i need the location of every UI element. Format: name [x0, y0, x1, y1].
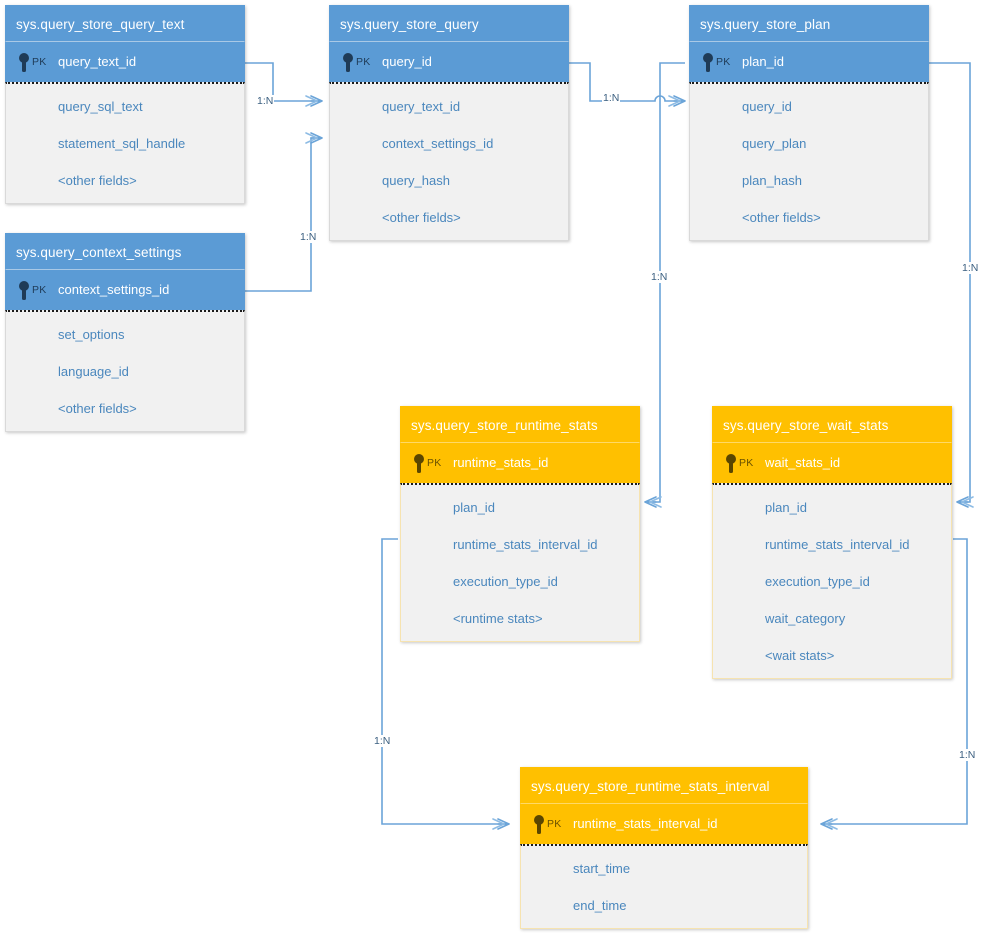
- relationship-context-settings-to-query: [245, 132, 323, 292]
- entity-query-store-query[interactable]: sys.query_store_query PK query_id query_…: [329, 5, 569, 241]
- pk-field-name: wait_stats_id: [765, 455, 841, 470]
- entity-field-list: query_id query_plan plan_hash <other fie…: [689, 82, 929, 241]
- entity-primary-key-row[interactable]: PK query_text_id: [5, 42, 245, 82]
- entity-field: wait_category: [765, 611, 846, 626]
- pk-tag: PK: [32, 284, 47, 296]
- entity-title: sys.query_store_wait_stats: [712, 406, 952, 443]
- pk-tag: PK: [427, 457, 442, 469]
- entity-field: <runtime stats>: [453, 611, 543, 626]
- entity-primary-key-row[interactable]: PK wait_stats_id: [712, 443, 952, 483]
- cardinality-label: 1:N: [299, 231, 318, 243]
- entity-field-list: set_options language_id <other fields>: [5, 310, 245, 432]
- entity-title: sys.query_store_query_text: [5, 5, 245, 42]
- key-icon: [19, 281, 29, 300]
- entity-query-store-wait-stats[interactable]: sys.query_store_wait_stats PK wait_stats…: [712, 406, 952, 679]
- entity-field: statement_sql_handle: [58, 136, 186, 151]
- key-icon: [414, 454, 424, 473]
- entity-query-store-runtime-stats-interval[interactable]: sys.query_store_runtime_stats_interval P…: [520, 767, 808, 929]
- entity-field: plan_hash: [742, 173, 802, 188]
- cardinality-label: 1:N: [373, 735, 392, 747]
- pk-tag: PK: [739, 457, 754, 469]
- pk-field-name: plan_id: [742, 54, 784, 69]
- relationship-interval-to-runtime-stats: [381, 538, 510, 830]
- relationship-query-to-plan: [569, 62, 686, 107]
- pk-field-name: context_settings_id: [58, 282, 170, 297]
- pk-tag: PK: [32, 56, 47, 68]
- key-icon: [19, 53, 29, 72]
- key-icon: [726, 454, 736, 473]
- key-icon: [703, 53, 713, 72]
- entity-field: <other fields>: [58, 401, 137, 416]
- entity-primary-key-row[interactable]: PK context_settings_id: [5, 270, 245, 310]
- entity-title: sys.query_store_query: [329, 5, 569, 42]
- pk-field-name: runtime_stats_interval_id: [573, 816, 718, 831]
- entity-field-list: start_time end_time: [520, 844, 808, 929]
- entity-query-store-plan[interactable]: sys.query_store_plan PK plan_id query_id…: [689, 5, 929, 241]
- entity-field-list: query_sql_text statement_sql_handle <oth…: [5, 82, 245, 204]
- entity-query-store-runtime-stats[interactable]: sys.query_store_runtime_stats PK runtime…: [400, 406, 640, 642]
- cardinality-label: 1:N: [958, 749, 977, 761]
- cardinality-label: 1:N: [650, 271, 669, 283]
- cardinality-label: 1:N: [256, 95, 275, 107]
- entity-field: query_hash: [382, 173, 450, 188]
- pk-field-name: query_text_id: [58, 54, 137, 69]
- entity-field: <other fields>: [742, 210, 821, 225]
- entity-field: <other fields>: [58, 173, 137, 188]
- entity-field: query_sql_text: [58, 99, 143, 114]
- entity-field: query_id: [742, 99, 792, 114]
- relationship-plan-to-wait-stats: [929, 62, 974, 508]
- entity-field: query_plan: [742, 136, 807, 151]
- entity-field: <other fields>: [382, 210, 461, 225]
- entity-field: start_time: [573, 861, 631, 876]
- entity-field: runtime_stats_interval_id: [453, 537, 598, 552]
- entity-field: execution_type_id: [453, 574, 558, 589]
- entity-field: language_id: [58, 364, 129, 379]
- entity-field-list: query_text_id context_settings_id query_…: [329, 82, 569, 241]
- relationship-interval-to-wait-stats: [820, 538, 968, 830]
- entity-field: <wait stats>: [765, 648, 835, 663]
- entity-primary-key-row[interactable]: PK plan_id: [689, 42, 929, 82]
- pk-tag: PK: [716, 56, 731, 68]
- entity-primary-key-row[interactable]: PK runtime_stats_id: [400, 443, 640, 483]
- entity-field: runtime_stats_interval_id: [765, 537, 910, 552]
- pk-field-name: query_id: [382, 54, 432, 69]
- entity-field: plan_id: [765, 500, 807, 515]
- pk-field-name: runtime_stats_id: [453, 455, 549, 470]
- entity-field-list: plan_id runtime_stats_interval_id execut…: [712, 483, 952, 679]
- entity-primary-key-row[interactable]: PK runtime_stats_interval_id: [520, 804, 808, 844]
- pk-tag: PK: [356, 56, 371, 68]
- entity-query-store-query-text[interactable]: sys.query_store_query_text PK query_text…: [5, 5, 245, 204]
- entity-field: execution_type_id: [765, 574, 870, 589]
- entity-field-list: plan_id runtime_stats_interval_id execut…: [400, 483, 640, 642]
- key-icon: [343, 53, 353, 72]
- entity-primary-key-row[interactable]: PK query_id: [329, 42, 569, 82]
- key-icon: [534, 815, 544, 834]
- relationship-query-text-to-query: [245, 62, 323, 107]
- entity-field: query_text_id: [382, 99, 461, 114]
- cardinality-label: 1:N: [961, 262, 980, 274]
- entity-field: plan_id: [453, 500, 495, 515]
- entity-title: sys.query_store_runtime_stats: [400, 406, 640, 443]
- pk-tag: PK: [547, 818, 562, 830]
- entity-field: set_options: [58, 327, 125, 342]
- entity-field: context_settings_id: [382, 136, 494, 151]
- entity-field: end_time: [573, 898, 627, 913]
- entity-query-context-settings[interactable]: sys.query_context_settings PK context_se…: [5, 233, 245, 432]
- entity-title: sys.query_store_runtime_stats_interval: [520, 767, 808, 804]
- relationship-plan-to-runtime-stats: [644, 62, 685, 508]
- cardinality-label: 1:N: [602, 92, 621, 104]
- entity-title: sys.query_store_plan: [689, 5, 929, 42]
- entity-title: sys.query_context_settings: [5, 233, 245, 270]
